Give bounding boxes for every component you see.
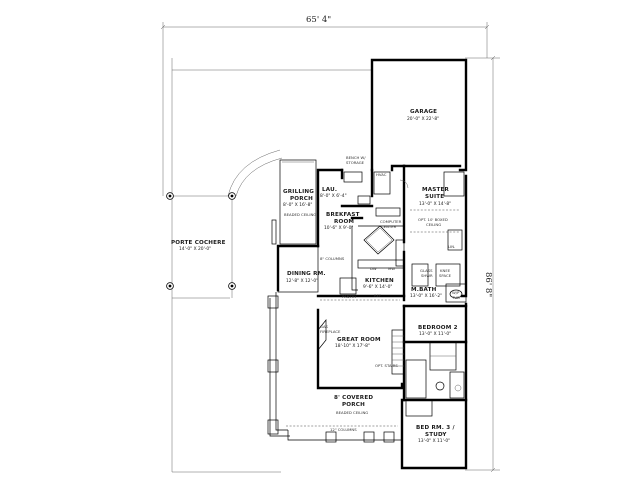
porte-cochere-columns	[166, 192, 236, 290]
breakfast-name-2: ROOM	[334, 219, 354, 225]
kitchen-name: KITCHEN	[365, 278, 394, 284]
porte-cochere-outline	[166, 58, 372, 473]
opt-stairs-note: OPT. STAIRS	[375, 363, 398, 368]
bedroom2-name: BEDROOM 2	[418, 325, 458, 331]
overall-width-label: 65' 4"	[306, 15, 331, 25]
linen-note: LIN.	[448, 244, 455, 249]
whirlpool-note-1: W/P	[452, 290, 460, 295]
dimension-lines	[160, 22, 500, 473]
bench-storage-note-1: BENCH W/	[346, 155, 366, 160]
master-bath-size: 13'-0" X 16'-2"	[410, 293, 442, 299]
bedroom2-size: 13'-0" X 11'-0"	[419, 331, 451, 337]
columns-8-note: 8" COLUMNS	[320, 256, 345, 261]
grilling-porch-name-1: GRILLING	[283, 189, 314, 195]
overall-depth-label: 86' 8"	[483, 272, 493, 297]
computer-center-note-2: CENTER	[381, 224, 397, 229]
kitchen-size: 9'-6" X 14'-0"	[363, 284, 392, 290]
beaded-ceiling-note: BEADED CEILING	[284, 212, 316, 217]
columns-12-note: 12" COLUMNS	[330, 427, 357, 432]
covered-porch-name-2: PORCH	[342, 402, 365, 408]
whirlpool-note-2: TUB	[451, 295, 460, 300]
hvac-note: HVAC	[376, 172, 387, 177]
master-suite-name-1: MASTER	[422, 187, 450, 193]
glass-shower-note-1: GLASS	[420, 268, 433, 273]
bed3-name-2: STUDY	[425, 432, 447, 438]
master-suite-size: 13'-0" X 14'-8"	[419, 201, 451, 207]
laundry-size: 8'-0" X 6'-4"	[320, 193, 347, 199]
computer-center-note-1: COMPUTER	[380, 219, 402, 224]
garage-size: 20'-0" X 22'-8"	[407, 116, 439, 122]
knee-space-note-1: KNEE	[440, 268, 451, 273]
dw-note: DW	[370, 266, 377, 271]
master-suite-name-2: SUITE	[425, 194, 444, 200]
front-porch	[267, 292, 402, 443]
bed3-size: 13'-0" X 11'-0"	[418, 438, 450, 444]
dining-size: 12'-8" X 12'-0"	[286, 278, 318, 284]
ref-note: REF	[374, 293, 381, 298]
pantry-note: PANTRY	[342, 294, 357, 299]
interior-details	[267, 159, 467, 443]
boxed-ceiling-note-1: OPT. 10' BOXED	[418, 217, 448, 222]
bench-storage-note-2: STORAGE	[346, 160, 365, 165]
grilling-porch-size: 8'-0" X 16'-8"	[283, 202, 312, 208]
great-room-size: 18'-10" X 17'-8"	[335, 343, 370, 349]
gas-fireplace-note-1: GAS	[320, 324, 329, 329]
breakfast-size: 10'-6" X 9'-0"	[324, 225, 353, 231]
glass-shower-note-2: SHWR	[421, 273, 433, 278]
master-bath-name: M.BATH	[411, 287, 437, 293]
covered-porch-name-1: 8' COVERED	[334, 395, 373, 401]
great-room-name: GREAT ROOM	[337, 337, 381, 343]
mw-note: MW	[388, 266, 395, 271]
opt-stairs	[391, 329, 405, 375]
boxed-ceiling-note-2: CEILING	[426, 222, 441, 227]
bed3-name-1: BED RM. 3 /	[416, 425, 455, 431]
dining-name: DINING RM.	[287, 271, 326, 277]
knee-space-note-2: SPACE	[439, 273, 452, 278]
garage-name: GARAGE	[410, 109, 437, 115]
grilling-porch-name-2: PORCH	[290, 196, 313, 202]
gas-fireplace-note-2: FIREPLACE	[320, 329, 341, 334]
breakfast-name-1: BREKFAST	[326, 212, 360, 218]
beaded-ceiling-porch-note: BEADED CEILING	[336, 410, 368, 415]
porte-cochere-size: 14'-0" X 20'-0"	[179, 246, 211, 252]
laundry-name: LAU.	[322, 187, 337, 193]
porte-cochere-name: PORTE COCHERE	[171, 240, 226, 246]
